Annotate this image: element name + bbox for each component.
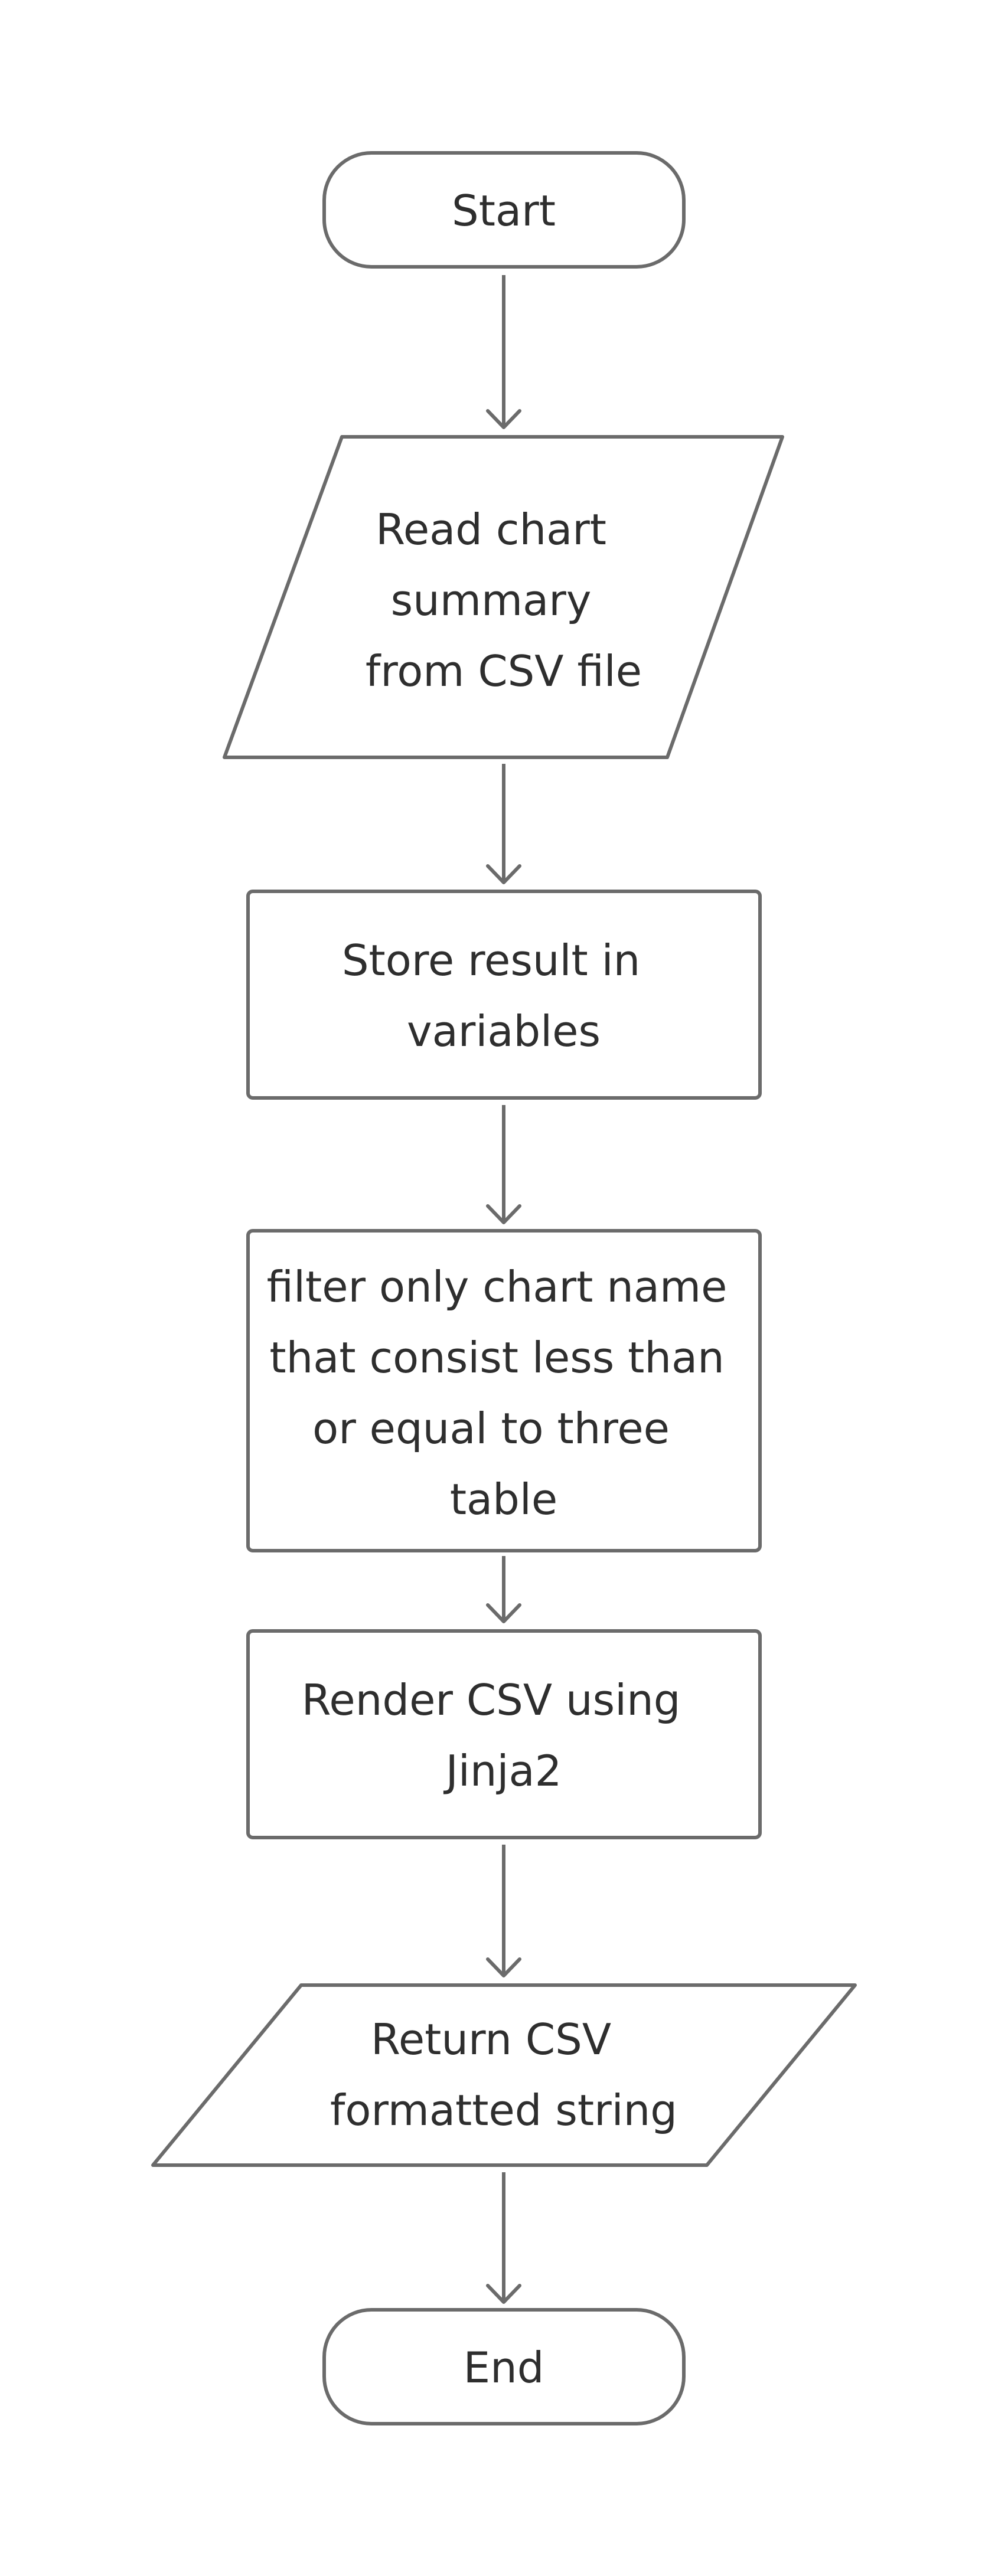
connector-start-to-read [486, 275, 521, 429]
io-shape [151, 1983, 857, 2167]
node-filter-line-4: table [450, 1475, 557, 1524]
svg-text:Store result in variable: Store result in variables [342, 936, 654, 1056]
node-filter-line-3: or equal to three [312, 1404, 670, 1453]
node-return-line-2: formatted string [330, 2085, 677, 2135]
svg-text:End: End [464, 2343, 544, 2392]
node-filter-line-1: filter only chart name [267, 1262, 728, 1312]
connector-read-to-store [486, 764, 521, 884]
node-return-line-1: Return CSV [371, 2015, 611, 2064]
node-filter: filter only chart name that consist less… [246, 1229, 762, 1552]
node-read: Read chart summary from CSV file [223, 435, 784, 759]
process-shape [246, 1229, 762, 1552]
node-end: End [322, 2308, 686, 2425]
svg-text:Render CSV using Jinja2: Render CSV using Jinja2 [302, 1675, 694, 1796]
connector-store-to-filter [486, 1105, 521, 1224]
svg-text:Read chart summary: Read chart summary from CSV file [366, 505, 642, 696]
node-end-line-1: End [464, 2343, 544, 2392]
process-shape [246, 890, 762, 1100]
svg-text:filter only chart name t: filter only chart name that consist less… [267, 1262, 741, 1524]
terminal-shape [322, 151, 686, 269]
node-render: Render CSV using Jinja2 [246, 1629, 762, 1839]
svg-text:Start: Start [452, 186, 556, 236]
node-store-line-1: Store result in [342, 936, 640, 985]
connector-return-to-end [486, 2172, 521, 2304]
node-render-line-1: Render CSV using [302, 1675, 681, 1725]
node-return: Return CSV formatted string [151, 1983, 857, 2167]
terminal-shape [322, 2308, 686, 2425]
node-start-line-1: Start [452, 186, 556, 236]
node-store-line-2: variables [407, 1006, 601, 1056]
node-read-line-2: summary [391, 576, 592, 625]
process-shape [246, 1629, 762, 1839]
node-render-line-2: Jinja2 [443, 1746, 562, 1796]
node-read-line-3: from CSV file [366, 646, 642, 696]
node-filter-line-2: that consist less than [269, 1333, 724, 1382]
node-start: Start [322, 151, 686, 269]
node-store: Store result in variables [246, 890, 762, 1100]
svg-text:Return CSV formatted str: Return CSV formatted string [330, 2015, 677, 2135]
io-shape [223, 435, 784, 759]
connector-filter-to-render [486, 1556, 521, 1623]
connector-render-to-return [486, 1845, 521, 1977]
node-read-line-1: Read chart [376, 505, 606, 554]
